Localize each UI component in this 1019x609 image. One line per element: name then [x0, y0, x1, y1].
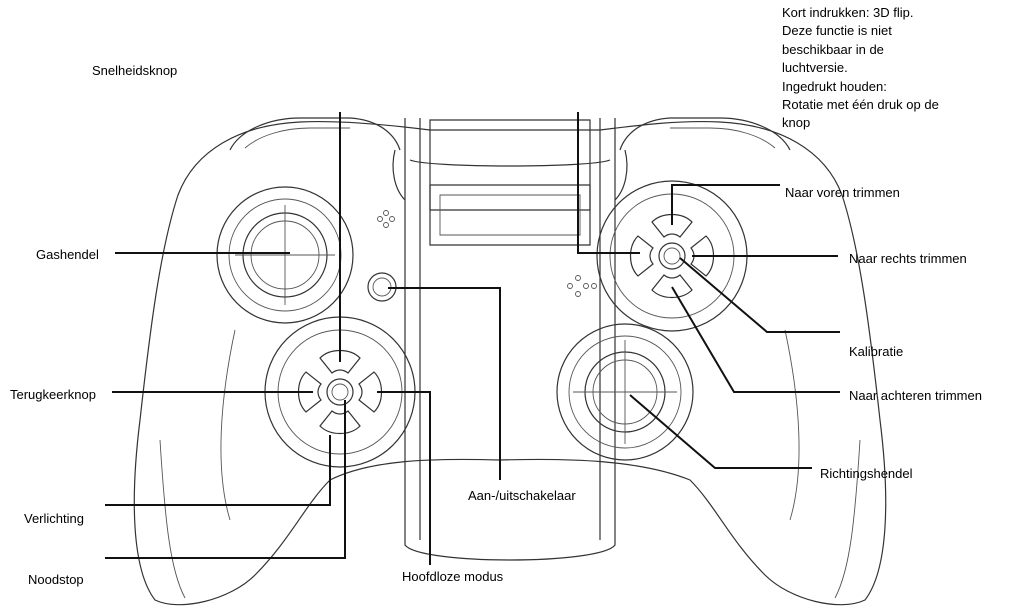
leader-lines [105, 112, 840, 565]
flip-note-line: Ingedrukt houden: [782, 78, 887, 94]
right-stick-drawing [556, 323, 694, 461]
leader-power-switch [388, 287, 501, 480]
label-trim-right: Naar rechts trimmen [849, 251, 967, 266]
leader-emergency-stop [105, 400, 346, 559]
flip-note-line: Rotatie met één druk op de [782, 97, 939, 113]
controller-body [133, 117, 887, 606]
flip-note-line: luchtversie. [782, 60, 848, 76]
label-speed-button: Snelheidsknop [92, 63, 178, 78]
label-headless-mode: Hoofdloze modus [402, 569, 504, 584]
label-throttle: Gashendel [36, 247, 99, 262]
flip-note: Kort indrukken: 3D flip. Deze functie is… [782, 4, 1012, 133]
leader-lighting [105, 435, 331, 506]
label-direction-stick: Richtingshendel [820, 466, 913, 481]
leader-trim-forward [671, 184, 780, 225]
right-dpad-drawing [596, 180, 748, 332]
flip-note-line: knop [782, 115, 811, 131]
label-return-button: Terugkeerknop [10, 387, 96, 402]
flip-note-line: Kort indrukken: 3D flip. [782, 5, 914, 20]
leader-flip [577, 112, 640, 254]
flip-note-line: beschikbaar in de [782, 41, 884, 57]
indicator-dots [377, 210, 597, 297]
label-lighting: Verlichting [24, 511, 84, 526]
label-power-switch: Aan-/uitschakelaar [468, 488, 576, 503]
label-emergency-stop: Noodstop [28, 572, 84, 587]
flip-note-line: Deze functie is niet [782, 23, 892, 39]
label-calibration: Kalibratie [849, 344, 904, 359]
label-trim-backward: Naar achteren trimmen [849, 388, 982, 403]
left-stick-drawing [216, 186, 354, 324]
leader-calibration [679, 257, 840, 333]
leader-headless-mode [377, 391, 431, 565]
label-trim-forward: Naar voren trimmen [785, 185, 900, 200]
leader-trim-backward [671, 286, 840, 393]
leader-direction-stick [629, 394, 812, 469]
